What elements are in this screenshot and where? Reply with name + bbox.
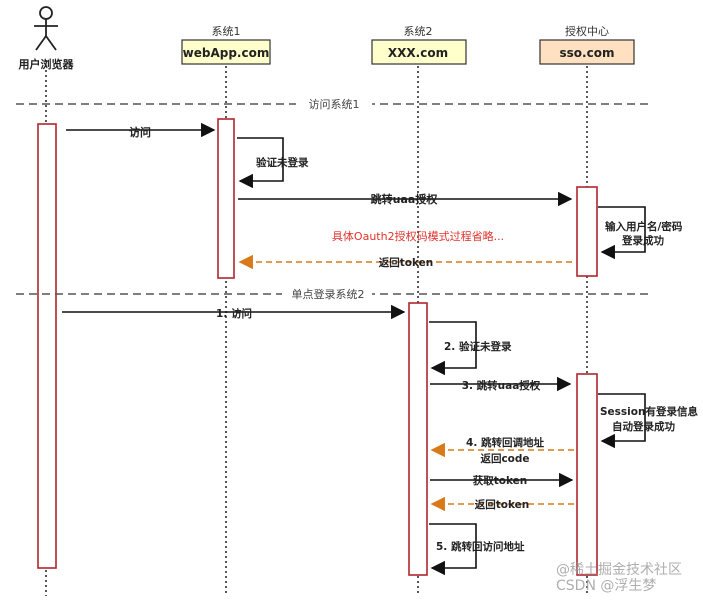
participant-caption: 授权中心 <box>565 24 609 38</box>
watermark-line-2: CSDN @浮生梦 <box>556 578 656 594</box>
arrow-self-verify-2 <box>429 321 477 376</box>
message-label: 输入用户名/密码 <box>605 220 683 233</box>
message-label: 5. 跳转回访问地址 <box>436 540 525 553</box>
participant-caption: 系统2 <box>404 25 433 38</box>
actor-browser: 用户浏览器 <box>19 6 75 71</box>
activation-sso-1 <box>576 186 598 277</box>
message-label: Session有登录信息 <box>600 405 698 418</box>
message-label: 验证未登录 <box>256 156 309 169</box>
actor-label: 用户浏览器 <box>19 57 75 71</box>
arrow-self-redirect-back <box>429 523 477 576</box>
participant-sso: 授权中心 sso.com <box>539 24 635 65</box>
section-divider-1: 访问系统1 <box>16 97 650 111</box>
message-label: 登录成功 <box>621 234 664 247</box>
message-label: 跳转uaa授权 <box>371 192 439 206</box>
message-label: 1. 访问 <box>216 307 252 320</box>
participant-box <box>371 39 467 65</box>
message-label: 访问 <box>129 125 151 139</box>
message-label: 2. 验证未登录 <box>444 340 512 353</box>
message-label: 4. 跳转回调地址 <box>466 436 544 449</box>
stick-figure-icon <box>34 6 58 51</box>
message-label: 返回token <box>475 498 530 511</box>
activation-browser <box>37 123 57 569</box>
participant-box-label: XXX.com <box>388 46 448 60</box>
arrow-self-login <box>598 206 646 260</box>
participant-caption: 系统1 <box>212 25 241 38</box>
message-label: 返回token <box>379 256 434 269</box>
message-label: 自动登录成功 <box>612 420 675 433</box>
note-text: 具体Oauth2授权码模式过程省略... <box>332 229 504 243</box>
participant-box <box>539 39 635 65</box>
message-label: 3. 跳转uaa授权 <box>462 379 541 392</box>
activation-sso-2 <box>576 373 598 576</box>
message-label: 返回code <box>480 452 529 465</box>
message-label: 获取token <box>473 474 528 487</box>
section-label: 单点登录系统2 <box>292 287 365 301</box>
arrow-self-session <box>598 393 646 449</box>
participant-box <box>181 39 271 65</box>
activation-xxx <box>408 302 428 576</box>
section-divider-2: 单点登录系统2 <box>16 287 650 301</box>
participant-xxx: 系统2 XXX.com <box>371 25 467 65</box>
participant-box-label: sso.com <box>560 46 615 60</box>
watermark-line-1: @稀土掘金技术社区 <box>556 562 682 578</box>
arrow-self-verify <box>237 137 284 189</box>
participant-webapp: 系统1 webApp.com <box>181 25 271 65</box>
section-label: 访问系统1 <box>309 98 360 111</box>
participant-box-label: webApp.com <box>183 46 270 60</box>
activation-webapp-1 <box>217 118 235 279</box>
